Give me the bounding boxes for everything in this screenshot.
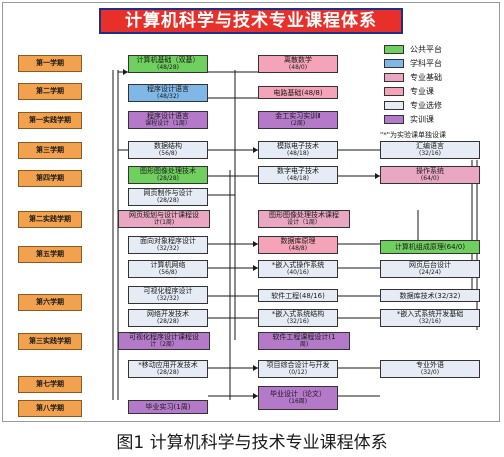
- course-box: 专业外语(32/0): [380, 360, 480, 378]
- course-box: 毕业设计（论文）(16周): [258, 386, 338, 410]
- course-box: 金工实习实训Ⅱ(2周): [258, 111, 338, 129]
- course-box: 网页规划与设计课程设计(1周): [118, 210, 210, 228]
- course-box: 网络开发技术(28/28): [128, 309, 208, 327]
- legend-label-major: 专业课: [410, 87, 434, 96]
- semester-label: 第一学期: [18, 55, 82, 72]
- legend-swatch-major: [384, 87, 404, 96]
- semester-label: 第二学期: [18, 83, 82, 100]
- course-box: *嵌入式系统结构(32/16): [258, 309, 338, 327]
- legend-swatch-practice: [384, 115, 404, 124]
- course-box: 数据库原理(48/8): [258, 236, 338, 254]
- course-box: 计算机网络(56/8): [128, 260, 208, 278]
- semester-label: 第五学期: [18, 246, 82, 263]
- semester-label: 第三学期: [18, 142, 82, 159]
- course-box: 计算机基础（双基）(48/28): [128, 55, 208, 73]
- legend-note: "*"为实验课单独设课: [380, 131, 446, 139]
- semester-label: 第一实践学期: [18, 112, 82, 129]
- course-box: 程序设计语言课程设计（1周）: [128, 111, 208, 129]
- semester-label: 第二实践学期: [18, 211, 82, 228]
- course-box: 数据库技术(32/32): [380, 289, 480, 302]
- course-box: 毕业实习(1周): [128, 400, 208, 414]
- course-box: 模拟电子技术(48/18): [258, 141, 338, 159]
- course-box: 汇编语言(32/16): [380, 141, 480, 159]
- diagram-title: 计算机科学与技术专业课程体系: [99, 8, 403, 34]
- legend-label-foundation: 专业基础: [410, 73, 442, 82]
- course-box: 软件工程(48/16): [258, 289, 338, 302]
- course-box: 计算机组成原理(64/0): [380, 240, 480, 254]
- course-box: 面向对象程序设计(32/32): [128, 236, 208, 254]
- course-box: 项目综合设计与开发(0/12): [258, 360, 338, 378]
- semester-label: 第六学期: [18, 294, 82, 311]
- course-box: *嵌入式系统开发基础(32/16): [380, 309, 480, 327]
- legend-label-elective: 专业选修: [410, 101, 442, 110]
- legend-swatch-discipline: [384, 59, 404, 68]
- course-box: 程序设计语言(48/32): [128, 84, 208, 102]
- semester-label: 第四学期: [18, 170, 82, 187]
- legend-label-practice: 实训课: [410, 115, 434, 124]
- course-box: 电路基础(48/8): [258, 86, 338, 99]
- course-box: 图形图像处理技术(28/28): [128, 166, 208, 184]
- legend-swatch-foundation: [384, 73, 404, 82]
- course-box: *嵌入式操作系统(40/16): [258, 260, 338, 278]
- course-box: 离散数学(48/0): [258, 55, 338, 73]
- legend-swatch-elective: [384, 101, 404, 110]
- semester-label: 第七学期: [18, 376, 82, 393]
- course-box: 网页后台设计(24/24): [380, 260, 480, 278]
- semester-label: 第三实践学期: [18, 333, 82, 350]
- course-box: *移动应用开发技术(28/28): [128, 360, 208, 378]
- legend-label-discipline: 学科平台: [410, 59, 442, 68]
- figure-caption: 图1 计算机科学与技术专业课程体系: [116, 433, 388, 453]
- semester-label: 第八学期: [18, 400, 82, 417]
- legend-label-public: 公共平台: [410, 45, 442, 54]
- course-box: 可视化程序设计(32/32): [128, 286, 208, 304]
- legend-swatch-public: [384, 45, 404, 54]
- course-box: 操作系统(64/0): [380, 166, 480, 184]
- course-box: 数字电子技术(48/18): [258, 166, 338, 184]
- course-box: 图形图像处理技术课程设计（1周）: [258, 210, 350, 228]
- course-box: 可视化程序设计课程设计（2周）: [118, 332, 210, 350]
- course-box: 数据结构(56/8): [128, 141, 208, 159]
- course-box: 网页制作与设计(28/28): [128, 188, 208, 206]
